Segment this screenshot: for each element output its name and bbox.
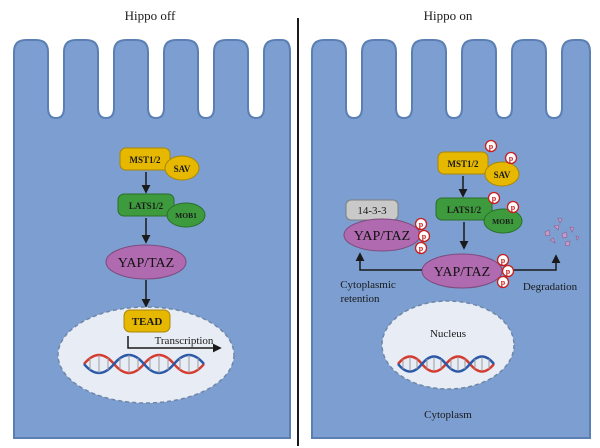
left-panel-title: Hippo off <box>125 8 176 23</box>
right-nucleus-label: Nucleus <box>430 328 466 340</box>
right-1433-label: 14-3-3 <box>357 205 387 217</box>
phospho-mark-yap-bound-3: p <box>414 241 428 255</box>
svg-text:p: p <box>492 194 497 203</box>
right-mob-label: MOB1 <box>492 217 514 226</box>
right-degradation-arrow <box>514 254 561 271</box>
left-transcription-label: Transcription <box>155 335 214 347</box>
left-sav-label: SAV <box>174 164 191 174</box>
phospho-mark-yap-bound-1: p <box>414 217 428 231</box>
left-mst-label: MST1/2 <box>129 155 161 165</box>
svg-text:p: p <box>489 142 494 151</box>
right-mst-protein <box>437 151 489 175</box>
right-lats-protein <box>435 197 493 221</box>
right-cell: Nucleus Cytoplasm MST1/2 SAV LATS1/2 MOB… <box>311 39 591 439</box>
degradation-fragments <box>544 217 580 247</box>
right-retention-label-line1: Cytoplasmic <box>340 279 396 291</box>
left-dna-helix <box>83 353 205 375</box>
right-lats-label: LATS1/2 <box>447 205 482 215</box>
svg-text:p: p <box>509 154 514 163</box>
left-cell: MST1/2 SAV LATS1/2 MOB1 YAP/TAZ TEAD Tra… <box>13 39 291 439</box>
right-sav-label: SAV <box>494 170 511 180</box>
phospho-mark-yap-center-3: p <box>496 275 510 289</box>
phospho-mark-yap-center-1: p <box>496 253 510 267</box>
right-dna-helix <box>397 355 495 373</box>
left-lats-label: LATS1/2 <box>129 201 164 211</box>
left-lats-protein <box>117 193 175 217</box>
phospho-mark-mob: p <box>506 200 520 214</box>
left-tead-protein <box>123 309 171 333</box>
right-retention-arrow <box>355 252 422 271</box>
right-cell-membrane <box>311 39 591 439</box>
svg-text:p: p <box>419 244 424 253</box>
left-transcription-arrow <box>127 336 222 353</box>
right-mob-protein <box>483 208 523 234</box>
phospho-mark-sav: p <box>504 151 518 165</box>
right-cytoplasm-label: Cytoplasm <box>424 409 472 421</box>
svg-text:p: p <box>501 256 506 265</box>
phospho-mark-yap-center-2: p <box>501 264 515 278</box>
left-mob-protein <box>166 202 206 228</box>
phospho-mark-mst: p <box>484 139 498 153</box>
left-yap-protein <box>105 244 187 280</box>
svg-text:p: p <box>419 220 424 229</box>
right-mst-label: MST1/2 <box>447 159 479 169</box>
svg-text:p: p <box>506 267 511 276</box>
svg-text:p: p <box>501 278 506 287</box>
svg-text:p: p <box>511 203 516 212</box>
right-retention-label-line2: retention <box>340 293 380 305</box>
right-degradation-label: Degradation <box>523 281 578 293</box>
left-nucleus <box>57 306 235 404</box>
right-yap-bound-label: YAP/TAZ <box>354 229 410 244</box>
right-panel-title: Hippo on <box>424 8 473 23</box>
phospho-mark-lats: p <box>487 191 501 205</box>
left-mob-label: MOB1 <box>175 211 197 220</box>
svg-text:p: p <box>422 232 427 241</box>
left-yap-label: YAP/TAZ <box>118 256 174 271</box>
phospho-marks: p p p p p p p p <box>414 139 520 289</box>
right-sav-protein <box>484 161 520 187</box>
right-nucleus <box>381 300 515 390</box>
phospho-mark-yap-bound-2: p <box>417 229 431 243</box>
left-tead-label: TEAD <box>132 316 163 328</box>
left-sav-protein <box>164 155 200 181</box>
right-yap-center-label: YAP/TAZ <box>434 265 490 280</box>
